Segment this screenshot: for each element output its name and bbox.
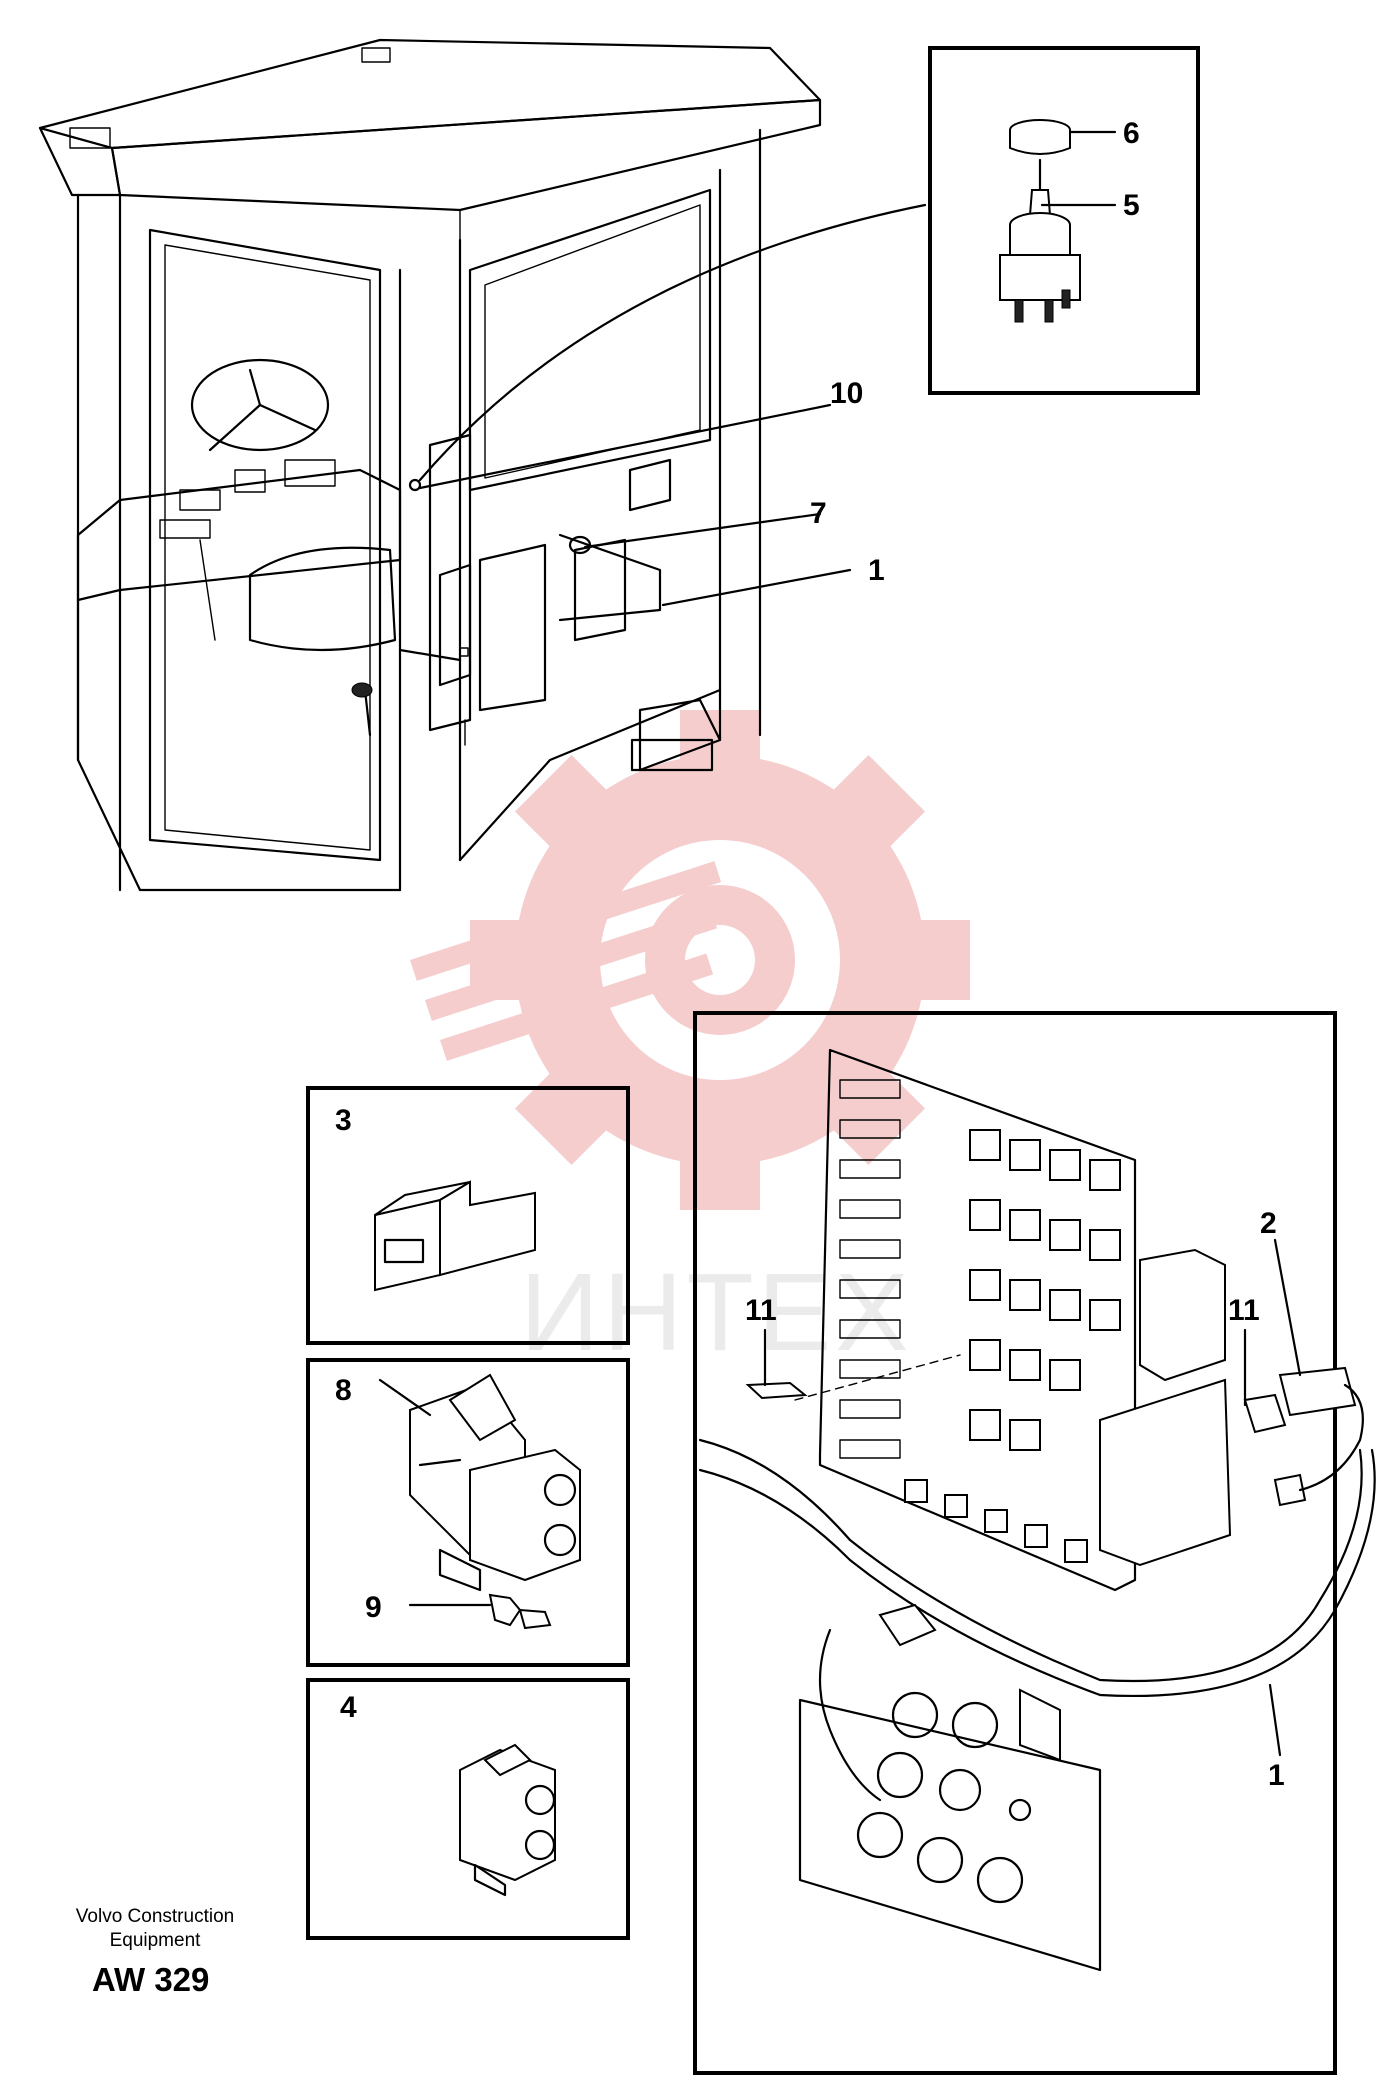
callout-11-right: 11 <box>1228 1294 1260 1327</box>
connector-box-8-9 <box>306 1358 630 1667</box>
company-name-line1: Volvo Construction <box>75 1906 235 1927</box>
callout-7: 7 <box>810 497 827 530</box>
callout-8: 8 <box>335 1374 352 1407</box>
connector-box-3 <box>306 1086 630 1345</box>
callout-1-bottom: 1 <box>1268 1759 1285 1792</box>
callout-2: 2 <box>1260 1207 1277 1240</box>
callout-6: 6 <box>1123 117 1140 150</box>
switch-detail-box <box>928 46 1200 395</box>
watermark-text: ИНТЕХ <box>520 1251 912 1374</box>
drawing-code: AW 329 <box>92 1961 210 1998</box>
callout-9: 9 <box>365 1591 382 1624</box>
electrical-central-box <box>693 1011 1376 2075</box>
callout-3: 3 <box>335 1104 352 1137</box>
footer-block: Volvo Construction Equipment AW 329 <box>40 1905 270 1999</box>
callout-10: 10 <box>830 377 863 410</box>
callout-1-top: 1 <box>868 554 885 587</box>
connector-box-4 <box>306 1678 630 1940</box>
callout-4: 4 <box>340 1691 357 1724</box>
fuse-relay-rows <box>839 1079 1121 1563</box>
operator-cab-drawing <box>38 38 927 892</box>
watermark-gear-logo: ИНТЕХ <box>410 710 970 1374</box>
callout-5: 5 <box>1123 189 1140 222</box>
callout-11-left: 11 <box>745 1294 777 1327</box>
company-name-line2: Equipment <box>109 1930 201 1951</box>
